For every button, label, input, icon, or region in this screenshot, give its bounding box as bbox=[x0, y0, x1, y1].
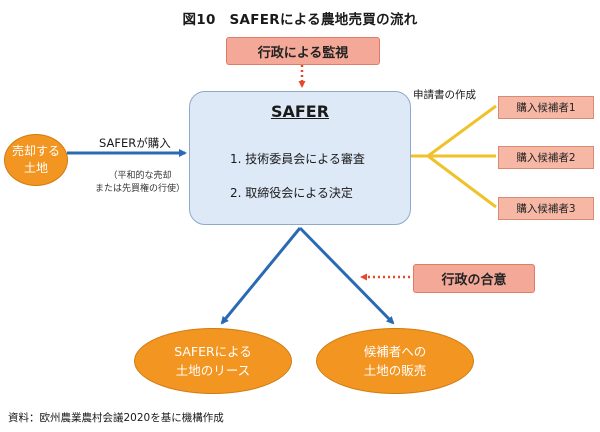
lease-outcome-circle: SAFERによる 土地のリース bbox=[134, 328, 292, 394]
lease-line-1: SAFERによる bbox=[174, 344, 252, 359]
buyer-3-box: 購入候補者3 bbox=[498, 197, 594, 220]
sale-outcome-circle: 候補者への 土地の販売 bbox=[316, 328, 474, 394]
application-label: 申請書の作成 bbox=[413, 89, 476, 101]
buyer-2-label: 購入候補者2 bbox=[516, 152, 576, 164]
admin-consent-box: 行政の合意 bbox=[413, 264, 535, 293]
admin-monitoring-box: 行政による監視 bbox=[226, 37, 380, 65]
sale-line-1: 候補者への bbox=[363, 344, 427, 359]
admin-consent-label: 行政の合意 bbox=[441, 273, 507, 288]
buyer-1-label: 購入候補者1 bbox=[516, 102, 576, 114]
safer-title: SAFER bbox=[270, 102, 330, 121]
buyer3-arrow bbox=[427, 154, 497, 209]
purchase-label: SAFERが購入 bbox=[99, 136, 171, 150]
buyer-3-label: 購入候補者3 bbox=[516, 203, 576, 215]
lease-line-2: 土地のリース bbox=[175, 363, 251, 378]
admin-monitoring-label: 行政による監視 bbox=[257, 45, 349, 61]
safer-step-1: 1. 技術委員会による審査 bbox=[230, 152, 365, 166]
seller-land-circle: 売却する 土地 bbox=[4, 134, 68, 186]
seller-line-2: 土地 bbox=[23, 161, 48, 175]
safer-box bbox=[189, 91, 411, 225]
safer-step-2: 2. 取締役会による決定 bbox=[230, 186, 353, 200]
seller-line-1: 売却する bbox=[11, 144, 60, 158]
purchase-note-line-1: （平和的な売却 bbox=[108, 171, 172, 181]
purchase-note-line-2: または先買権の行使） bbox=[94, 184, 185, 194]
sale-line-2: 土地の販売 bbox=[363, 363, 427, 378]
sale-arrow bbox=[298, 226, 395, 325]
buyer-2-box: 購入候補者2 bbox=[498, 146, 594, 169]
source-note: 資料：欧州農業農村会議2020を基に機構作成 bbox=[8, 412, 224, 424]
lease-arrow bbox=[220, 227, 302, 325]
buyer1-arrow bbox=[427, 104, 497, 158]
diagram-title: 図10 SAFERによる農地売買の流れ bbox=[182, 12, 418, 28]
buyer-1-box: 購入候補者1 bbox=[498, 96, 594, 119]
purchase-note: （平和的な売却 または先買権の行使） bbox=[90, 168, 190, 194]
